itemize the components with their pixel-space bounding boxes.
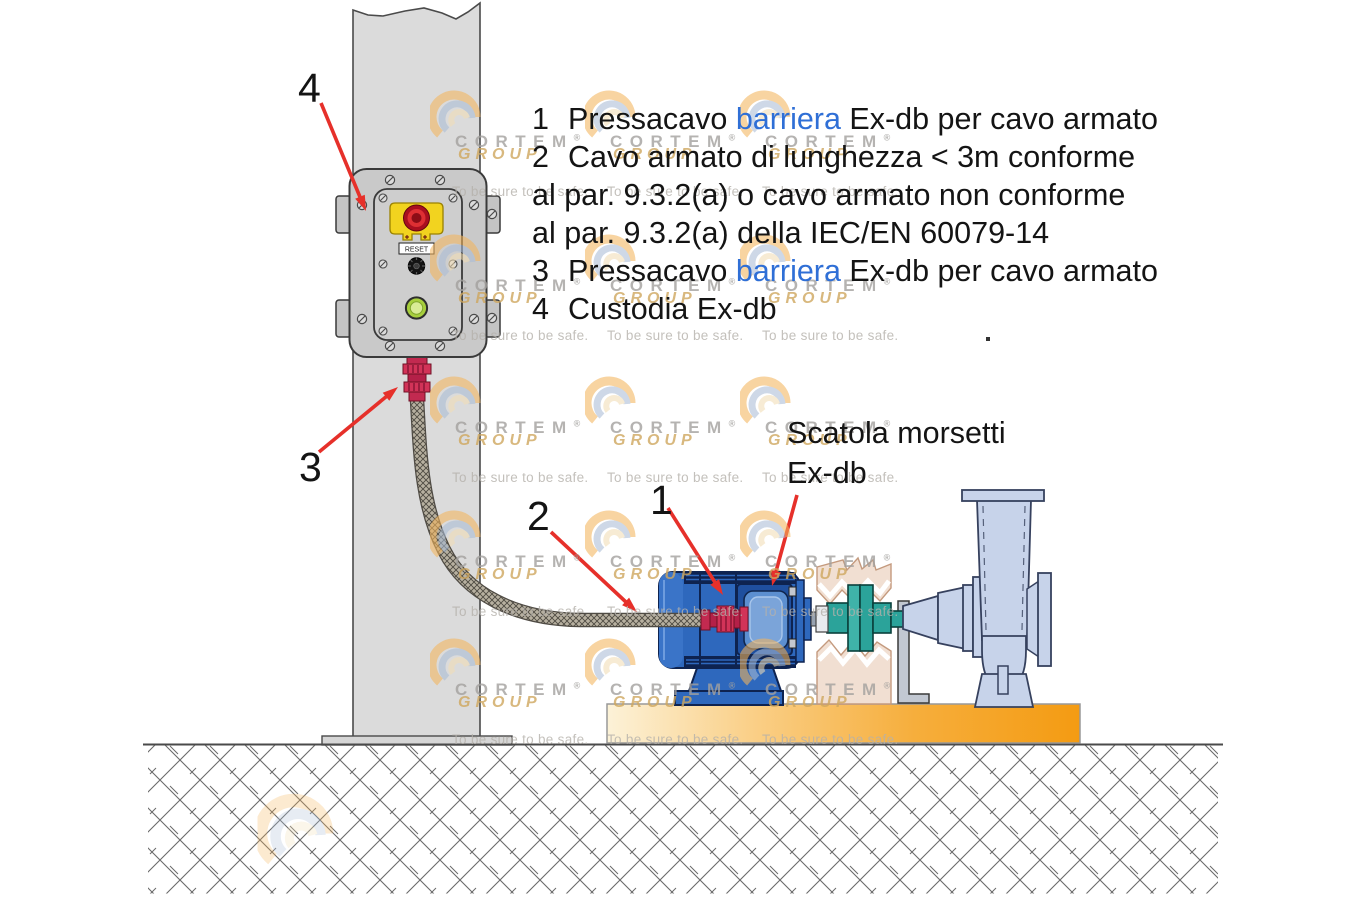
callout-number-2: 2 [527,493,550,539]
terminal-box-label: Scatola morsetti Ex-db [787,416,1006,490]
arrow-terminal-box [773,494,799,576]
motor-flange [795,579,805,663]
pump-baseplate [606,703,1081,744]
indicator-lamp [404,296,429,320]
arrow-callout-3 [317,394,389,454]
pump-casing [976,499,1032,641]
pump-discharge-flange [1037,572,1052,667]
pump-suction-cone2 [937,585,967,651]
legend-item-2-cont2: al par. 9.3.2(a) della IEC/EN 60079-14 [532,216,1050,250]
arrow-callout-4 [319,102,362,198]
svg-text:RESET: RESET [405,247,429,254]
arrow-callout-1 [666,507,718,585]
coupling [826,584,905,652]
ground-hatch [148,745,1218,894]
callout-number-3: 3 [299,444,322,490]
pump-top-flange [961,489,1045,502]
callout-number-4: 4 [298,65,321,111]
arrow-callout-2 [549,530,629,605]
control-enclosure: RESET [335,168,501,358]
legend-item-2-cont1: al par. 9.3.2(a) o cavo armato non confo… [532,178,1126,212]
shaft-spacer [815,605,829,633]
callout-number-1: 1 [650,477,673,523]
motor-base [674,690,784,706]
motor-shaft [810,611,817,627]
motor-pedestal [687,667,783,692]
emergency-stop-button[interactable] [403,204,430,232]
pump [902,489,1052,708]
connector-knob[interactable] [407,257,426,275]
pump-slot [997,665,1009,695]
motor [658,571,829,706]
reset-label: RESET [398,242,435,255]
terminal-box-cover-inner [749,596,783,644]
stray-dot [986,337,990,341]
cable-gland-motor [700,605,749,633]
